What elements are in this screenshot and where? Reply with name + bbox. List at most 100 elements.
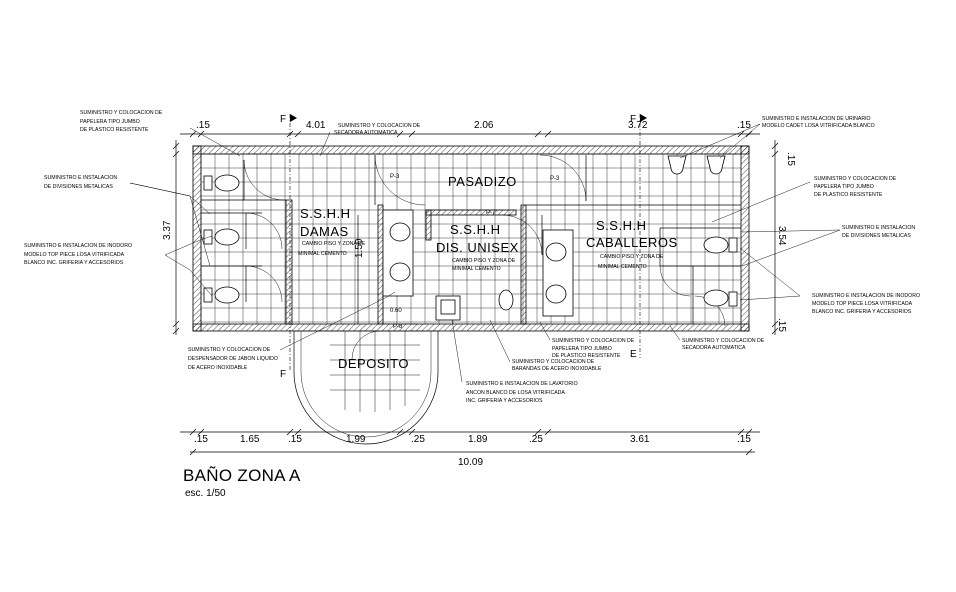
dimension-labels: .15 4.01 2.06 3.72 .15 .15 1.65 .15 1.99… (162, 120, 796, 468)
note-10-line-1: SUMINISTRO Y COLOCACION DE (552, 338, 635, 344)
note-4-line-1: SUMINISTRO Y COLOCACION DE (338, 123, 421, 129)
damas-floor-a: CAMBIO PISO Y ZONA DE (302, 241, 366, 247)
wall-top (192, 145, 750, 155)
note-13-line-2: ANCON BLANCO DE LOSA VITRIFICADA (466, 390, 565, 396)
wall-damas-right (285, 199, 293, 325)
dim-right-bottom: .15 (776, 318, 787, 332)
dimension-ticks (172, 130, 779, 456)
section-mark-f-bottom: F (280, 369, 286, 380)
note-3-line-2: MODELO TOP PIECE LOSA VITRIFICADA (24, 252, 125, 258)
dim-top-a: .15 (196, 120, 210, 131)
door-swings (243, 154, 726, 327)
dimension-lines (175, 133, 776, 453)
stall-partitions (201, 199, 741, 324)
wall-right (740, 145, 750, 332)
toilets (203, 174, 738, 311)
caballeros-floor-b: MINIMAL CEMENTO (598, 264, 647, 270)
section-mark-f-top: F (280, 114, 286, 125)
note-6-line-1: SUMINISTRO Y COLOCACION DE (814, 176, 897, 182)
wall-unisex-left (377, 204, 384, 325)
door-tag-p3a: P-3 (390, 174, 400, 180)
dim-right-mid: 3.54 (776, 226, 787, 246)
unisex-floor-b: MINIMAL CEMENTO (452, 266, 501, 272)
caballeros-title: S.S.H.H (596, 218, 646, 233)
dim-top-d: 3.72 (628, 120, 648, 131)
door-tags: P-3 P-3 P-7 P-8 (390, 174, 560, 330)
note-6-line-2: PAPELERA TIPO JUMBO (814, 184, 874, 190)
note-11-line-1: SUMINISTRO Y COLOCACION DE (682, 338, 765, 344)
note-8-line-1: SUMINISTRO E INSTALACION DE INODORO (812, 293, 920, 299)
dim-bottom-7: 3.61 (630, 434, 650, 445)
wall-unisex-right (520, 204, 527, 325)
walls (192, 145, 750, 332)
unisex-name: DIS. UNISEX (436, 240, 519, 255)
note-7-line-2: DE DIVISIONES METALICAS (842, 233, 911, 239)
annotation-leaders (129, 123, 841, 383)
note-13-line-3: INC. GRIFERIA Y ACCESORIOS (466, 398, 543, 404)
note-1-line-1: SUMINISTRO Y COLOCACION DE (80, 110, 163, 116)
section-mark-e-top: F (630, 114, 636, 125)
note-6-line-3: DE PLASTICO RESISTENTE (814, 192, 883, 198)
note-9-line-3: DE ACERO INOXIDABLE (188, 365, 248, 371)
note-5-line-2: MODELO CADET LOSA VITRIFICADA BLANCO (762, 123, 875, 129)
note-4-line-2: SECADORA AUTOMATICA (334, 130, 398, 136)
door-tag-p7: P-7 (486, 210, 496, 216)
caballeros-floor-a: CAMBIO PISO Y ZONA DE (600, 254, 664, 260)
deposito-label: DEPOSITO (338, 356, 409, 371)
note-13-line-1: SUMINISTRO E INSTALACION DE LAVATORIO (466, 381, 578, 387)
section-marks: F F F E (280, 114, 637, 380)
deposito-room (293, 330, 439, 445)
dim-top-e: .15 (737, 120, 751, 131)
note-10-line-3: DE PLASTICO RESISTENTE (552, 353, 621, 359)
unisex-title: S.S.H.H (450, 222, 500, 237)
dim-bottom-6: .25 (529, 434, 543, 445)
note-7-line-1: SUMINISTRO E INSTALACION (842, 225, 915, 231)
dim-bottom-3: 1.99 (346, 434, 366, 445)
wall-left (192, 145, 202, 332)
dim-bottom-1: 1.65 (240, 434, 260, 445)
note-8-line-3: BLANCO INC. GRIFERIA Y ACCESORIOS (812, 309, 912, 315)
dim-bottom-4: .25 (411, 434, 425, 445)
note-9-line-1: SUMINISTRO Y COLOCACION DE (188, 347, 271, 353)
note-2-line-1: SUMINISTRO E INSTALACION (44, 175, 117, 181)
section-cut-lines (289, 114, 647, 370)
dim-bottom-2: .15 (288, 434, 302, 445)
dim-top-c: 2.06 (474, 120, 494, 131)
note-3-line-3: BLANCO INC. GRIFERIA Y ACCESORIOS (24, 260, 124, 266)
note-2-line-2: DE DIVISIONES METALICAS (44, 184, 113, 190)
door-tag-p3b: P-3 (550, 176, 560, 182)
title-block: BAÑO ZONA A esc. 1/50 (183, 466, 301, 499)
door-tag-p8: P-8 (393, 324, 403, 330)
dim-inner-width: 0.60 (390, 308, 402, 314)
dim-inner-height: 1.50 (354, 238, 365, 258)
dim-total: 10.09 (458, 457, 483, 468)
note-8-line-2: MODELO TOP PIECE LOSA VITRIFICADA (812, 301, 913, 307)
note-9-line-2: DESPENSADOR DE JABON LIQUIDO (188, 356, 278, 362)
wall-unisex-inner (425, 209, 432, 241)
note-3-line-1: SUMINISTRO E INSTALACION DE INODORO (24, 243, 132, 249)
urinals (667, 155, 726, 175)
damas-title: S.S.H.H (300, 206, 350, 221)
damas-name: DAMAS (300, 224, 349, 239)
note-10-line-2: PAPELERA TIPO JUMBO (552, 346, 612, 352)
room-labels: PASADIZO S.S.H.H DAMAS CAMBIO PISO Y ZON… (298, 174, 678, 371)
dim-bottom-5: 1.89 (468, 434, 488, 445)
note-12-line-1: SUMINISTRO Y COLOCACION DE (512, 359, 595, 365)
annotation-notes: SUMINISTRO Y COLOCACION DE PAPELERA TIPO… (24, 110, 920, 404)
note-5-line-1: SUMINISTRO E INSTALACION DE URINARIO (762, 116, 871, 122)
drawing-title: BAÑO ZONA A (183, 466, 301, 485)
dim-bottom-8: .15 (737, 434, 751, 445)
note-11-line-2: SECADORA AUTOMATICA (682, 345, 746, 351)
drawing-scale: esc. 1/50 (185, 488, 226, 499)
caballeros-name: CABALLEROS (586, 235, 678, 250)
note-1-line-2: PAPELERA TIPO JUMBO (80, 119, 140, 125)
dim-left-total: 3.37 (162, 220, 173, 240)
section-mark-e-bottom: E (630, 349, 637, 360)
unisex-floor-a: CAMBIO PISO Y ZONA DE (452, 258, 516, 264)
dim-bottom-0: .15 (194, 434, 208, 445)
pasadizo-label: PASADIZO (448, 174, 517, 189)
note-1-line-3: DE PLASTICO RESISTENTE (80, 127, 149, 133)
sinks (382, 209, 574, 321)
dim-top-b: 4.01 (306, 120, 326, 131)
